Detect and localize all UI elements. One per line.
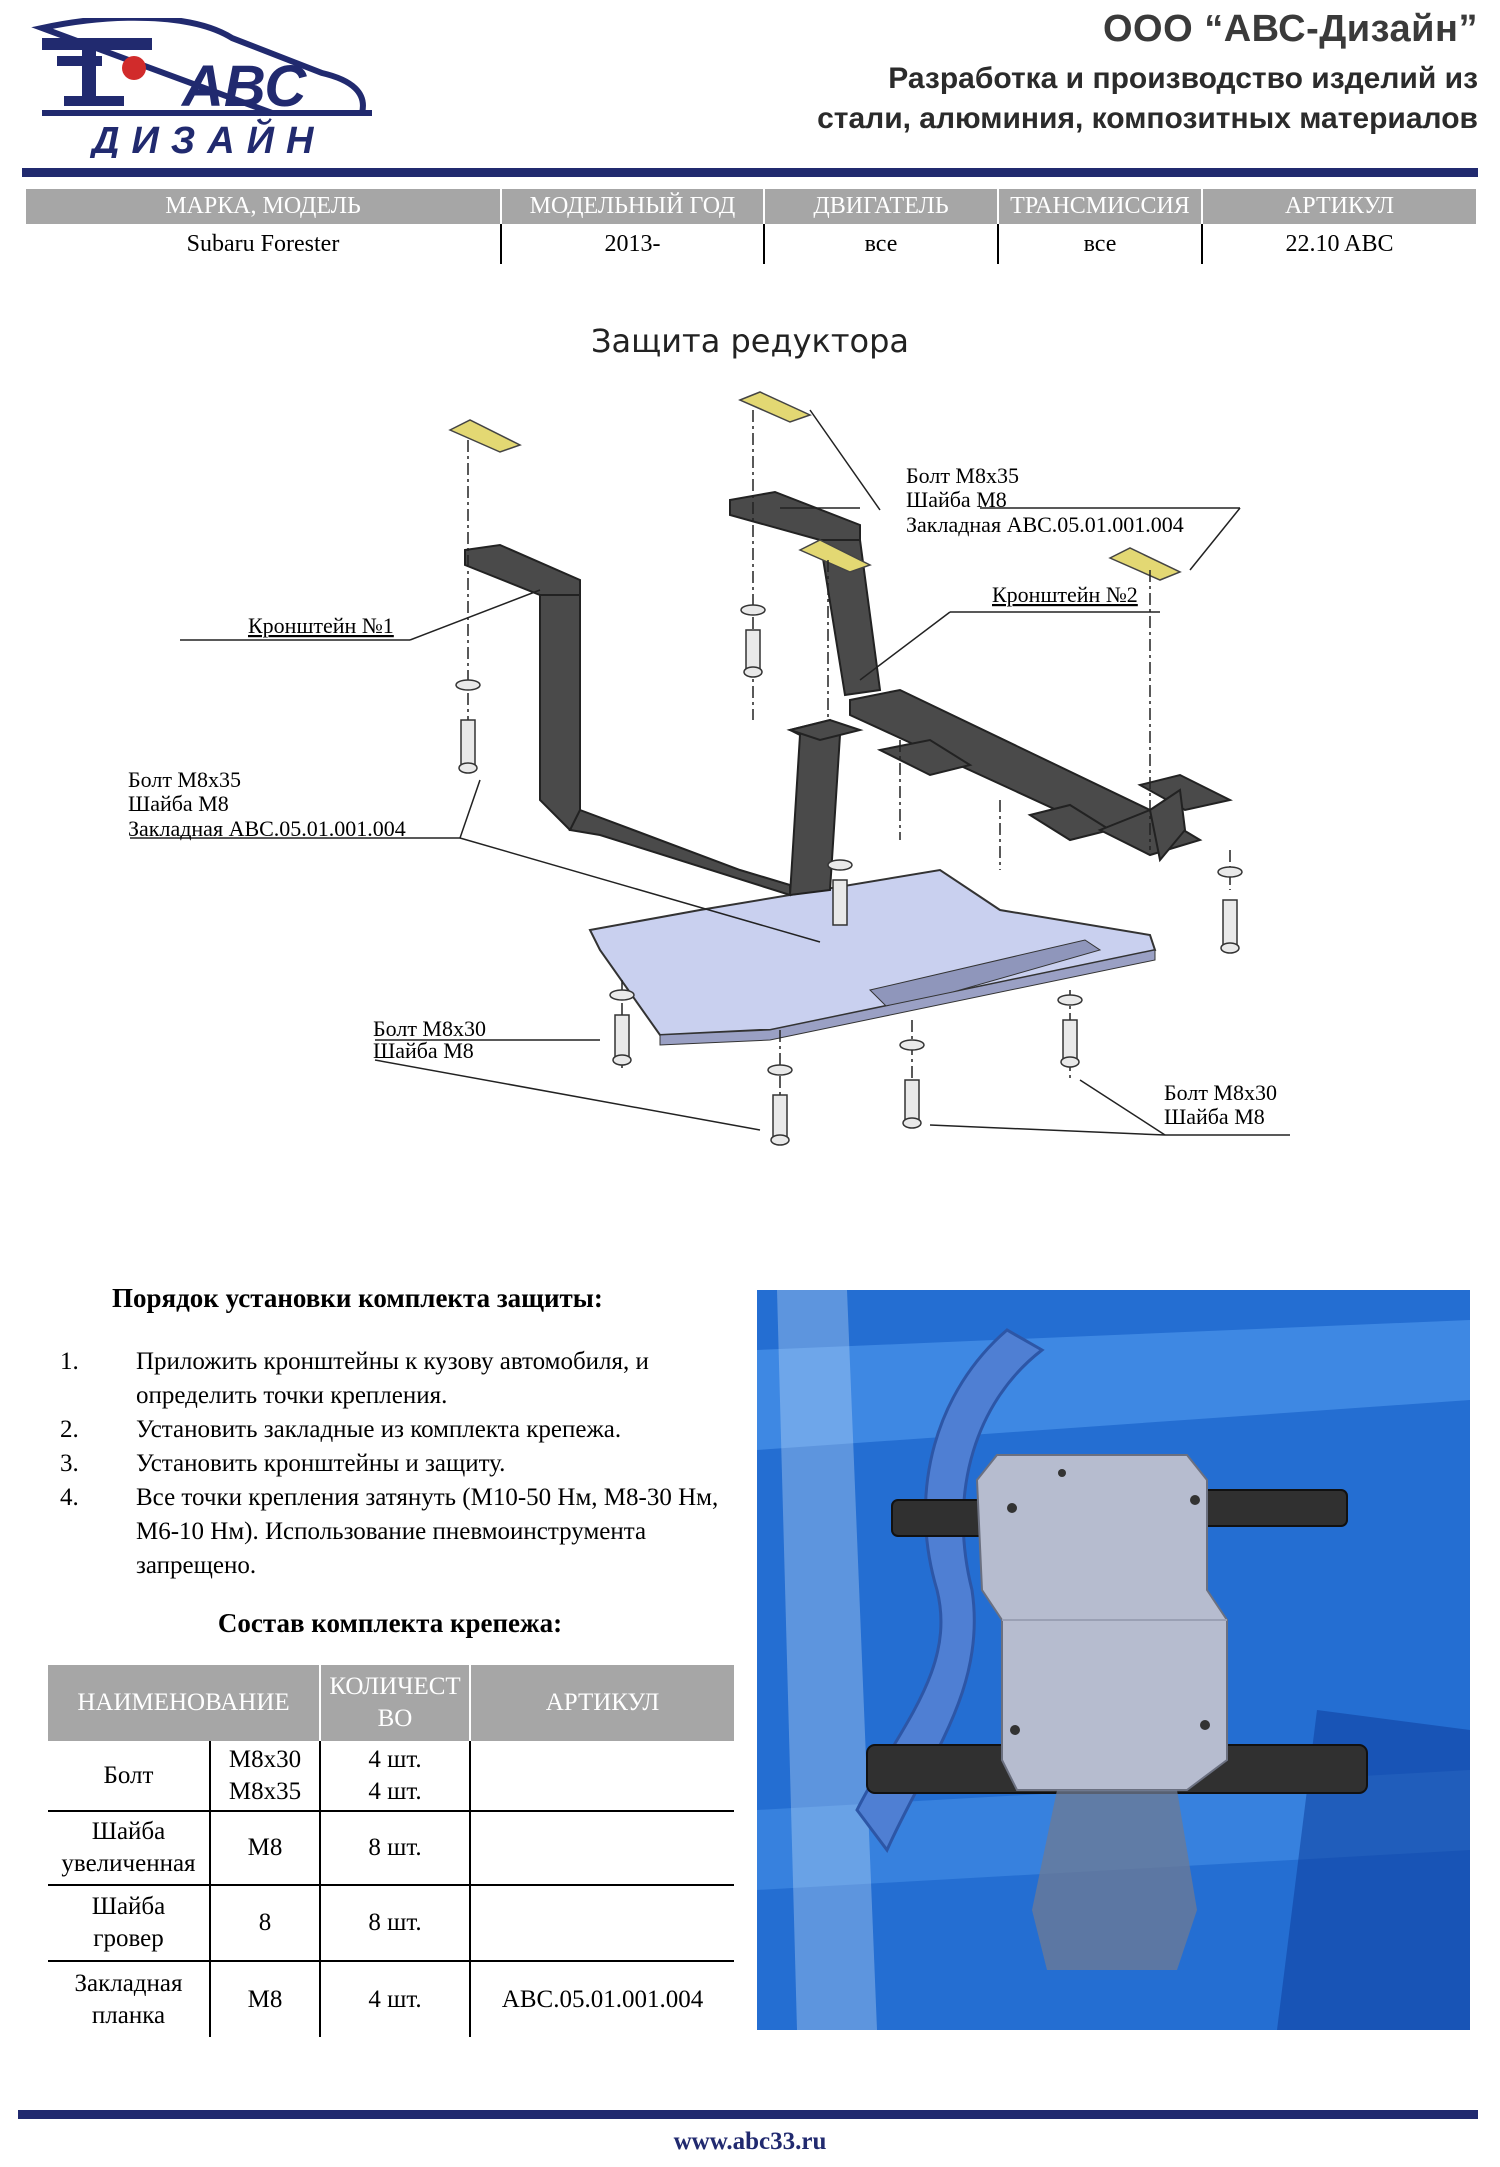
step-text: Установить закладные из комплекта крепеж… bbox=[136, 1416, 622, 1443]
step-item: 2. Установить закладные из комплекта креп… bbox=[50, 1413, 720, 1447]
cell-model-year: 2013- bbox=[501, 224, 765, 264]
kit-cell-article bbox=[470, 1811, 734, 1886]
skid-plate bbox=[588, 868, 1157, 1046]
kit-cell-qty: 8 шт. bbox=[320, 1885, 471, 1962]
callout-bottom-right-line-1: Болт М8х30 bbox=[1164, 1080, 1277, 1105]
callout-bottom-right-line-2: Шайба М8 bbox=[1164, 1104, 1265, 1129]
kit-cell-article bbox=[470, 1885, 734, 1962]
step-number: 4. bbox=[60, 1484, 79, 1511]
header-make-model: МАРКА, МОДЕЛЬ bbox=[26, 189, 502, 224]
cell-engine: все bbox=[764, 224, 999, 264]
logo-subtext: ДИЗАЙН bbox=[89, 117, 325, 158]
callout-left-line-2: Шайба М8 bbox=[128, 791, 229, 816]
logo-text: АВС bbox=[180, 54, 307, 119]
callout-left-line-3: Закладная АВС.05.01.001.004 bbox=[128, 816, 406, 841]
step-number: 2. bbox=[60, 1416, 79, 1443]
kit-header-article: АРТИКУЛ bbox=[470, 1665, 734, 1741]
callout-top-line-3: Закладная АВС.05.01.001.004 bbox=[906, 512, 1184, 537]
step-text: Приложить кронштейны к кузову автомобиля… bbox=[136, 1348, 649, 1409]
fasteners bbox=[455, 604, 1243, 1146]
callout-top-line-1: Болт М8х35 bbox=[906, 463, 1019, 488]
cell-article: 22.10 ABC bbox=[1285, 230, 1394, 257]
mounting-plates bbox=[448, 391, 1182, 581]
company-header: ООО “АВС-Дизайн” Разработка и производст… bbox=[817, 8, 1478, 139]
footer-divider bbox=[18, 2110, 1478, 2119]
kit-cell-article bbox=[470, 1741, 734, 1812]
kit-cell-size: 8 bbox=[210, 1885, 321, 1962]
bracket-2 bbox=[849, 688, 1233, 863]
step-item: 1. Приложить кронштейны к кузову автомоби… bbox=[50, 1345, 720, 1413]
header-divider bbox=[22, 168, 1478, 177]
step-text: Установить кронштейны и защиту. bbox=[136, 1450, 506, 1477]
callout-top-line-2: Шайба М8 bbox=[906, 487, 1007, 512]
cell-transmission: все bbox=[998, 224, 1203, 264]
step-item: 3. Установить кронштейны и защиту. bbox=[50, 1447, 720, 1481]
installed-guard-scan-image bbox=[757, 1290, 1470, 2030]
installation-steps: 1. Приложить кронштейны к кузову автомоби… bbox=[50, 1345, 720, 1583]
bracket-1 bbox=[464, 543, 864, 897]
header-engine: ДВИГАТЕЛЬ bbox=[764, 189, 999, 224]
company-logo: АВС ДИЗАЙН bbox=[31, 18, 372, 158]
kit-cell-name: Болт bbox=[48, 1741, 211, 1812]
step-text: Все точки крепления затянуть (М10-50 Нм,… bbox=[136, 1484, 719, 1579]
company-name: ООО “АВС-Дизайн” bbox=[1102, 8, 1478, 50]
kit-cell-qty: 4 шт. bbox=[320, 1961, 471, 2037]
kit-title: Состав комплекта крепежа: bbox=[217, 1608, 563, 1638]
callout-left-line-1: Болт М8х35 bbox=[128, 767, 241, 792]
exploded-diagram: Кронштейн №1 Кронштейн №2 Болт М8х35 Шай… bbox=[128, 391, 1290, 1146]
kit-cell-size: М8 bbox=[210, 1811, 321, 1886]
kit-header-name: НАИМЕНОВАНИЕ bbox=[48, 1665, 321, 1741]
step-number: 3. bbox=[60, 1450, 79, 1477]
diagram-title: Защита редуктора bbox=[590, 322, 909, 360]
step-item: 4. Все точки крепления затянуть (М10-50 Н… bbox=[50, 1481, 720, 1583]
kit-cell-article: АВС.05.01.001.004 bbox=[501, 1985, 704, 2013]
label-bracket-2: Кронштейн №2 bbox=[992, 582, 1138, 607]
kit-cell-size: М8 bbox=[210, 1961, 321, 2037]
callout-bottom-left-line-2: Шайба М8 bbox=[373, 1038, 474, 1063]
tagline-line-2: стали, алюминия, композитных материалов bbox=[817, 102, 1478, 135]
bracket-upper bbox=[729, 490, 882, 697]
vehicle-info-table: МАРКА, МОДЕЛЬ МОДЕЛЬНЫЙ ГОД ДВИГАТЕЛЬ ТР… bbox=[26, 189, 1476, 264]
header-article: АРТИКУЛ bbox=[1202, 189, 1476, 224]
label-bracket-1: Кронштейн №1 bbox=[248, 613, 394, 638]
step-number: 1. bbox=[60, 1348, 79, 1375]
header-model-year: МОДЕЛЬНЫЙ ГОД bbox=[501, 189, 765, 224]
website-link[interactable]: www.abc33.ru bbox=[673, 2128, 827, 2155]
kit-cell-qty: 8 шт. bbox=[320, 1811, 471, 1886]
tagline-line-1: Разработка и производство изделий из bbox=[888, 62, 1478, 95]
cell-make-model: Subaru Forester bbox=[26, 224, 502, 264]
kit-cell-qty: 4 шт.4 шт. bbox=[320, 1741, 471, 1812]
header-transmission: ТРАНСМИССИЯ bbox=[998, 189, 1203, 224]
callout-bottom-left-line-1: Болт М8х30 bbox=[373, 1016, 486, 1041]
installation-title: Порядок установки комплекта защиты: bbox=[112, 1283, 603, 1313]
